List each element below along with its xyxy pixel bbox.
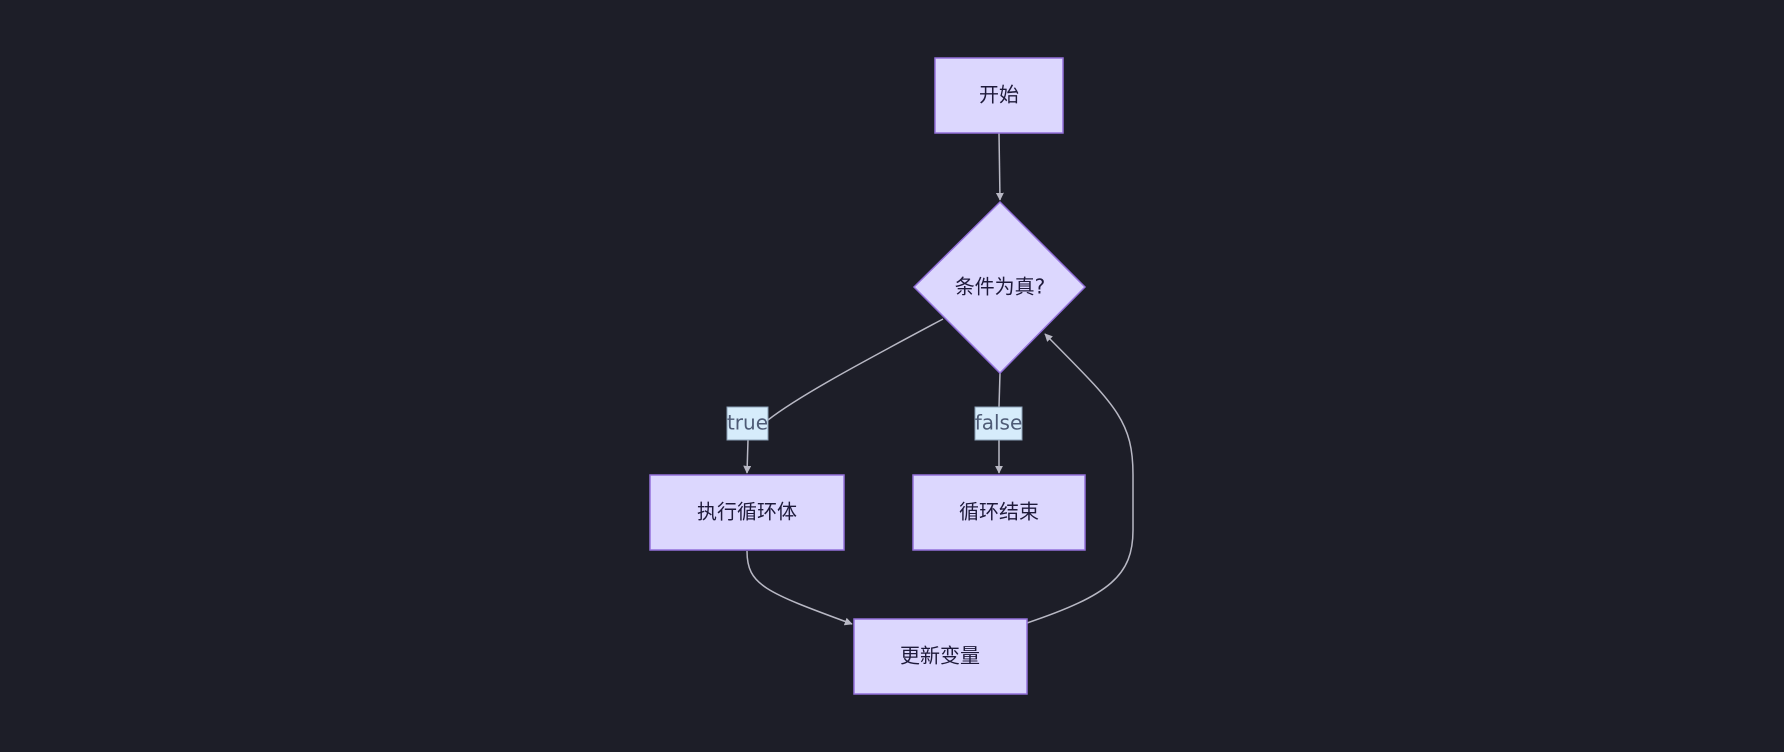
edge-body-to-update xyxy=(746,550,853,626)
node-body[interactable]: 执行循环体 xyxy=(649,474,845,551)
edge-label-true: true xyxy=(726,406,769,441)
edge-label-false-text: false xyxy=(975,411,1023,435)
node-condition[interactable]: 条件为真? xyxy=(912,200,1087,375)
node-end[interactable]: 循环结束 xyxy=(912,474,1086,551)
node-end-label: 循环结束 xyxy=(959,500,1039,524)
node-update[interactable]: 更新变量 xyxy=(853,618,1028,695)
node-body-label: 执行循环体 xyxy=(697,500,797,524)
edge-update-to-condition xyxy=(1026,333,1134,624)
edge-true-label-to-body xyxy=(743,439,752,474)
edge-label-true-text: true xyxy=(727,411,768,435)
node-update-label: 更新变量 xyxy=(900,644,980,668)
edge-condition-to-true-label xyxy=(767,318,944,421)
edge-start-to-condition xyxy=(995,132,1004,201)
node-start-label: 开始 xyxy=(979,83,1019,107)
node-start[interactable]: 开始 xyxy=(934,57,1064,134)
edge-condition-to-false-label xyxy=(998,372,1001,408)
edge-label-false: false xyxy=(974,406,1023,441)
node-condition-label: 条件为真? xyxy=(955,275,1046,299)
